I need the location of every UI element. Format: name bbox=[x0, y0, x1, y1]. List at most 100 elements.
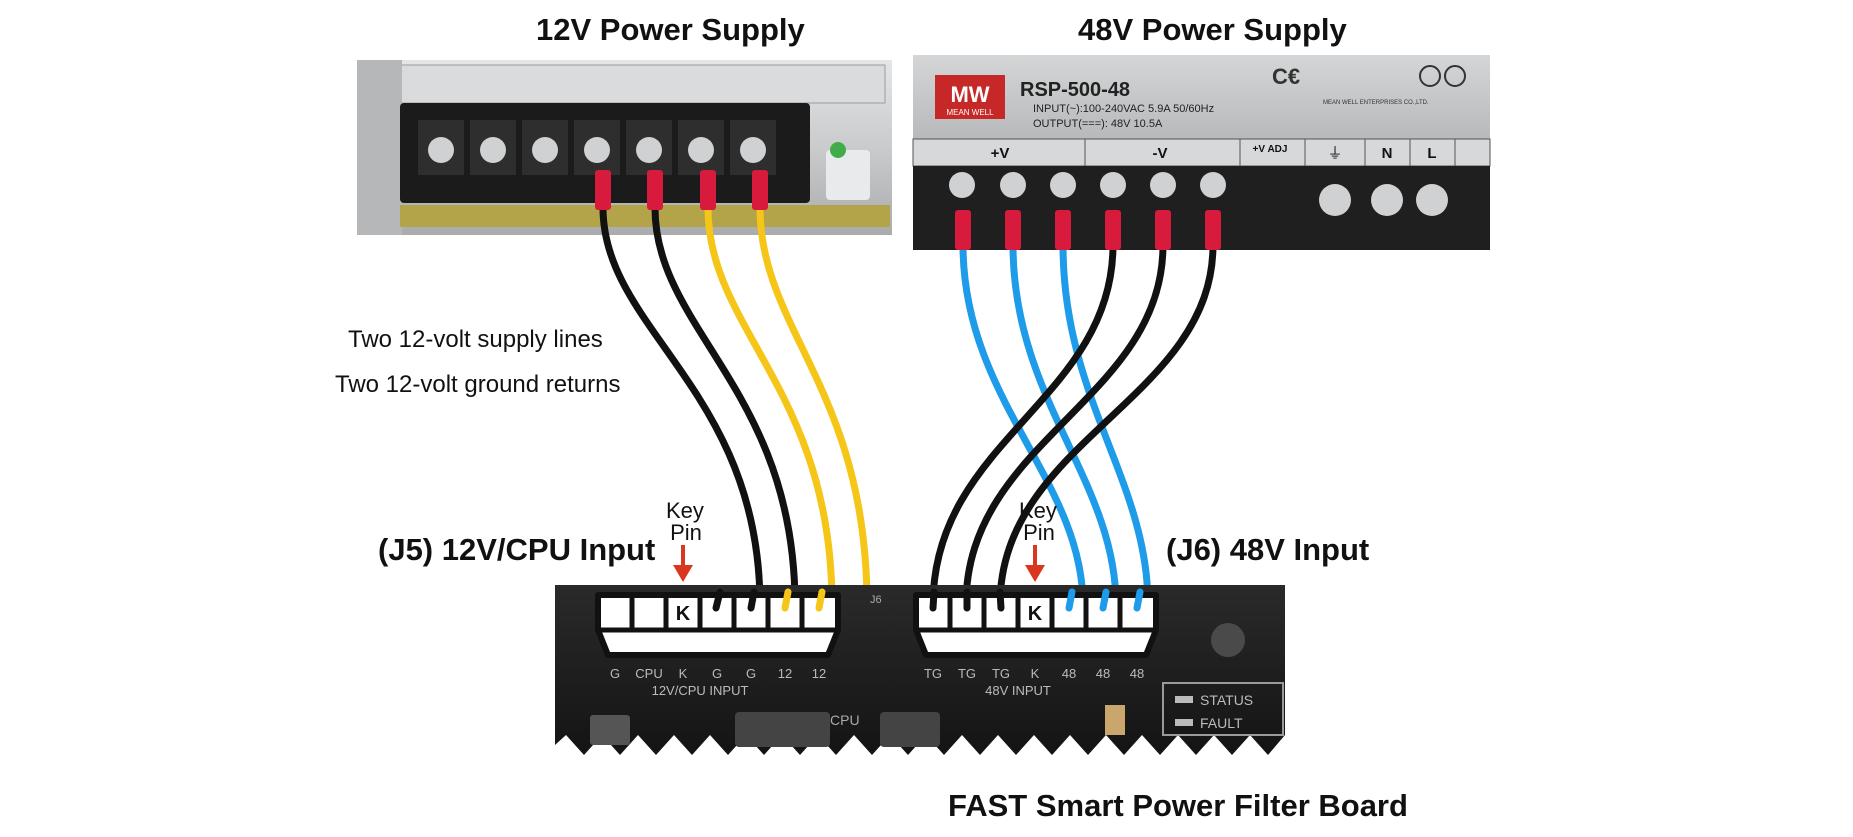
pin-label: 48 bbox=[1096, 666, 1110, 681]
terminal-screw bbox=[1100, 172, 1126, 198]
psu-12v-pcb-edge bbox=[400, 205, 890, 227]
pin-label: TG bbox=[924, 666, 942, 681]
wire-yellow bbox=[756, 204, 871, 609]
terminal-screw bbox=[1000, 172, 1026, 198]
wire-tip-blue bbox=[1065, 588, 1076, 612]
terminal-screw bbox=[688, 137, 714, 163]
j6-key-marker: K bbox=[1028, 603, 1043, 625]
key-label-j6: Key bbox=[1019, 498, 1057, 523]
pin-label: TG bbox=[958, 666, 976, 681]
pcb-component bbox=[735, 712, 830, 747]
pcb-component bbox=[590, 715, 630, 745]
pin-label: TG bbox=[992, 666, 1010, 681]
cert-circle-icon bbox=[1444, 65, 1466, 87]
meanwell-logo-sub: MEAN WELL bbox=[946, 108, 994, 117]
psu-terminal-label-strip bbox=[912, 138, 1491, 167]
terminal-label-v-adj: +V ADJ bbox=[1253, 144, 1288, 155]
filter-board: STATUS FAULT CPU J6 K G CPU K G G 12 12 … bbox=[555, 585, 1285, 755]
wire-black bbox=[651, 204, 799, 609]
terminal-screw bbox=[1050, 172, 1076, 198]
title-12v-supply: 12V Power Supply bbox=[536, 12, 805, 47]
red-lug bbox=[1205, 210, 1221, 250]
certification-marks: C€ bbox=[1272, 64, 1300, 89]
note-ground-returns: Two 12-volt ground returns bbox=[335, 371, 621, 398]
wire-tip-blue bbox=[1133, 588, 1144, 612]
red-lug bbox=[1105, 210, 1121, 250]
red-lug bbox=[595, 170, 611, 210]
terminal-screw bbox=[949, 172, 975, 198]
psu-48v-label-area bbox=[913, 55, 1490, 139]
psu-48v: MW MEAN WELL RSP-500-48 INPUT(~):100-240… bbox=[912, 55, 1491, 250]
cert-circle-icon bbox=[1419, 65, 1441, 87]
lugs-48v bbox=[955, 210, 1221, 250]
pin-label-j6: Pin bbox=[1023, 520, 1055, 545]
terminal-label-plus-v: +V bbox=[991, 145, 1010, 162]
psu-12v-trimpot bbox=[826, 150, 870, 200]
pin-label: 48 bbox=[1062, 666, 1076, 681]
psu-input-rating: INPUT(~):100-240VAC 5.9A 50/60Hz bbox=[1033, 103, 1214, 115]
psu-model: RSP-500-48 bbox=[1020, 79, 1130, 101]
wire-tip-black bbox=[747, 588, 758, 612]
psu-12v-side bbox=[357, 60, 402, 235]
wire-black bbox=[962, 241, 1167, 609]
meanwell-logo-text: MW bbox=[950, 82, 989, 107]
wire-tip-black bbox=[712, 588, 724, 612]
red-lug bbox=[1055, 210, 1071, 250]
title-j5: (J5) 12V/CPU Input bbox=[378, 532, 656, 567]
terminal-screw bbox=[1319, 184, 1351, 216]
wire-black bbox=[996, 241, 1217, 609]
red-lug bbox=[955, 210, 971, 250]
wire-blue bbox=[1059, 241, 1152, 609]
pin-label: K bbox=[1031, 666, 1040, 681]
psu-48v-terminal-block bbox=[913, 166, 1490, 250]
wire-black bbox=[599, 204, 764, 609]
red-lug bbox=[1005, 210, 1021, 250]
j5-pin-labels: G CPU K G G 12 12 12V/CPU INPUT bbox=[610, 666, 826, 698]
terminal-screw bbox=[1371, 184, 1403, 216]
psu-company: MEAN WELL ENTERPRISES CO.,LTD. bbox=[1323, 100, 1429, 106]
wire-blue bbox=[1009, 241, 1120, 609]
pin-label-j5: Pin bbox=[670, 520, 702, 545]
mounting-hole bbox=[1211, 623, 1245, 657]
cpu-silkscreen: CPU bbox=[830, 712, 860, 728]
lugs-12v bbox=[595, 170, 768, 210]
terminal-screw bbox=[740, 137, 766, 163]
title-48v-supply: 48V Power Supply bbox=[1078, 12, 1347, 47]
wire-tip-black bbox=[929, 588, 938, 612]
pin-label: G bbox=[712, 666, 722, 681]
terminal-screw bbox=[480, 137, 506, 163]
pin-label: CPU bbox=[635, 666, 662, 681]
j6-connector: K bbox=[913, 592, 1159, 658]
terminal-screw bbox=[1416, 184, 1448, 216]
pin-label: 12 bbox=[812, 666, 826, 681]
terminal-label-l: L bbox=[1427, 145, 1436, 162]
terminal-screw bbox=[1150, 172, 1176, 198]
meanwell-logo bbox=[935, 75, 1005, 119]
wire-blue bbox=[959, 241, 1087, 609]
key-pin-arrow-j6 bbox=[1025, 545, 1045, 582]
key-label-j5: Key bbox=[666, 498, 704, 523]
j6-silkscreen: J6 bbox=[870, 594, 882, 606]
red-lug bbox=[1155, 210, 1171, 250]
arrow-down-icon bbox=[673, 565, 693, 582]
wires-12v bbox=[599, 204, 871, 609]
pin-label: G bbox=[746, 666, 756, 681]
psu-12v-led bbox=[830, 142, 846, 158]
terminal-label-n: N bbox=[1382, 145, 1393, 162]
psu-48v-screws bbox=[949, 172, 1448, 216]
psu-output-rating: OUTPUT(===): 48V 10.5A bbox=[1033, 118, 1163, 130]
terminal-label-minus-v: -V bbox=[1153, 145, 1168, 162]
wire-tip-blue bbox=[1099, 588, 1110, 612]
arrow-down-icon bbox=[1025, 565, 1045, 582]
terminal-screw bbox=[584, 137, 610, 163]
terminal-screw bbox=[428, 137, 454, 163]
wire-tip-yellow bbox=[781, 588, 792, 612]
wires-48v bbox=[929, 241, 1217, 609]
wire-black bbox=[929, 241, 1117, 609]
fault-label: FAULT bbox=[1200, 715, 1243, 731]
j6-pin-labels: TG TG TG K 48 48 48 48V INPUT bbox=[924, 666, 1144, 698]
status-label: STATUS bbox=[1200, 692, 1253, 708]
psu-12v-terminals bbox=[418, 120, 776, 175]
pin-label: G bbox=[610, 666, 620, 681]
